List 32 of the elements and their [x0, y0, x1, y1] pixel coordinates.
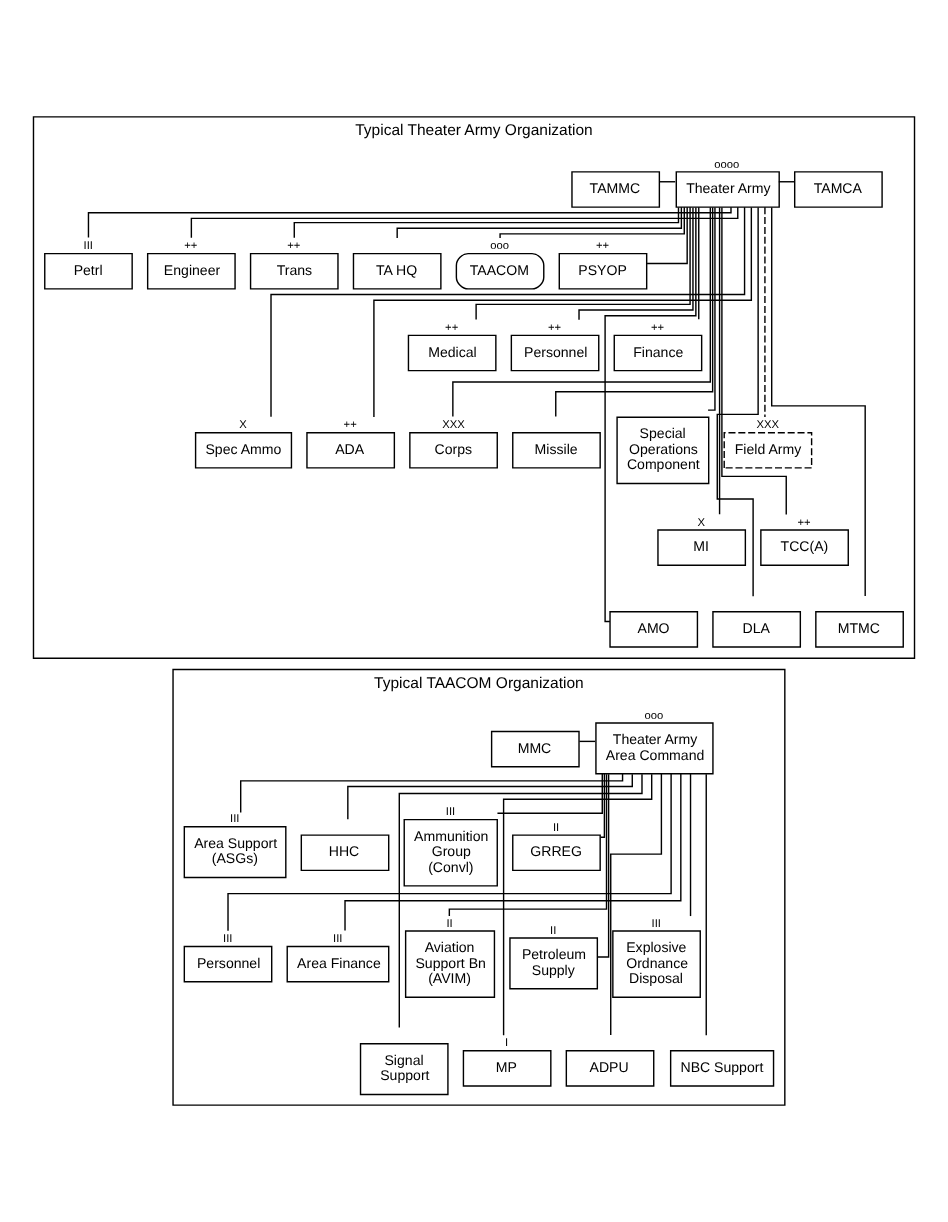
connector	[646, 206, 688, 265]
connector	[610, 773, 663, 1036]
connector	[764, 206, 766, 418]
connector	[502, 773, 653, 1036]
connector	[707, 206, 716, 411]
connector	[448, 773, 608, 917]
connector	[499, 206, 685, 239]
connector	[555, 206, 714, 418]
connector	[721, 206, 787, 516]
connector	[689, 773, 692, 917]
connector	[347, 773, 633, 820]
connector	[396, 206, 683, 239]
connector	[771, 206, 866, 597]
connector	[293, 206, 680, 239]
connector	[398, 773, 643, 1029]
connector	[698, 206, 700, 321]
connector	[596, 773, 610, 958]
connector	[578, 207, 694, 321]
connector	[240, 773, 624, 814]
connector	[452, 206, 711, 418]
connector	[496, 773, 603, 814]
connector	[599, 773, 606, 838]
connector	[270, 206, 746, 418]
connector	[718, 206, 721, 515]
connector	[475, 206, 691, 321]
connector	[344, 773, 682, 932]
connector	[190, 206, 739, 239]
connector	[716, 206, 759, 597]
connector	[373, 206, 753, 418]
connector	[604, 206, 697, 623]
connector	[705, 773, 707, 1036]
connector	[227, 773, 672, 932]
